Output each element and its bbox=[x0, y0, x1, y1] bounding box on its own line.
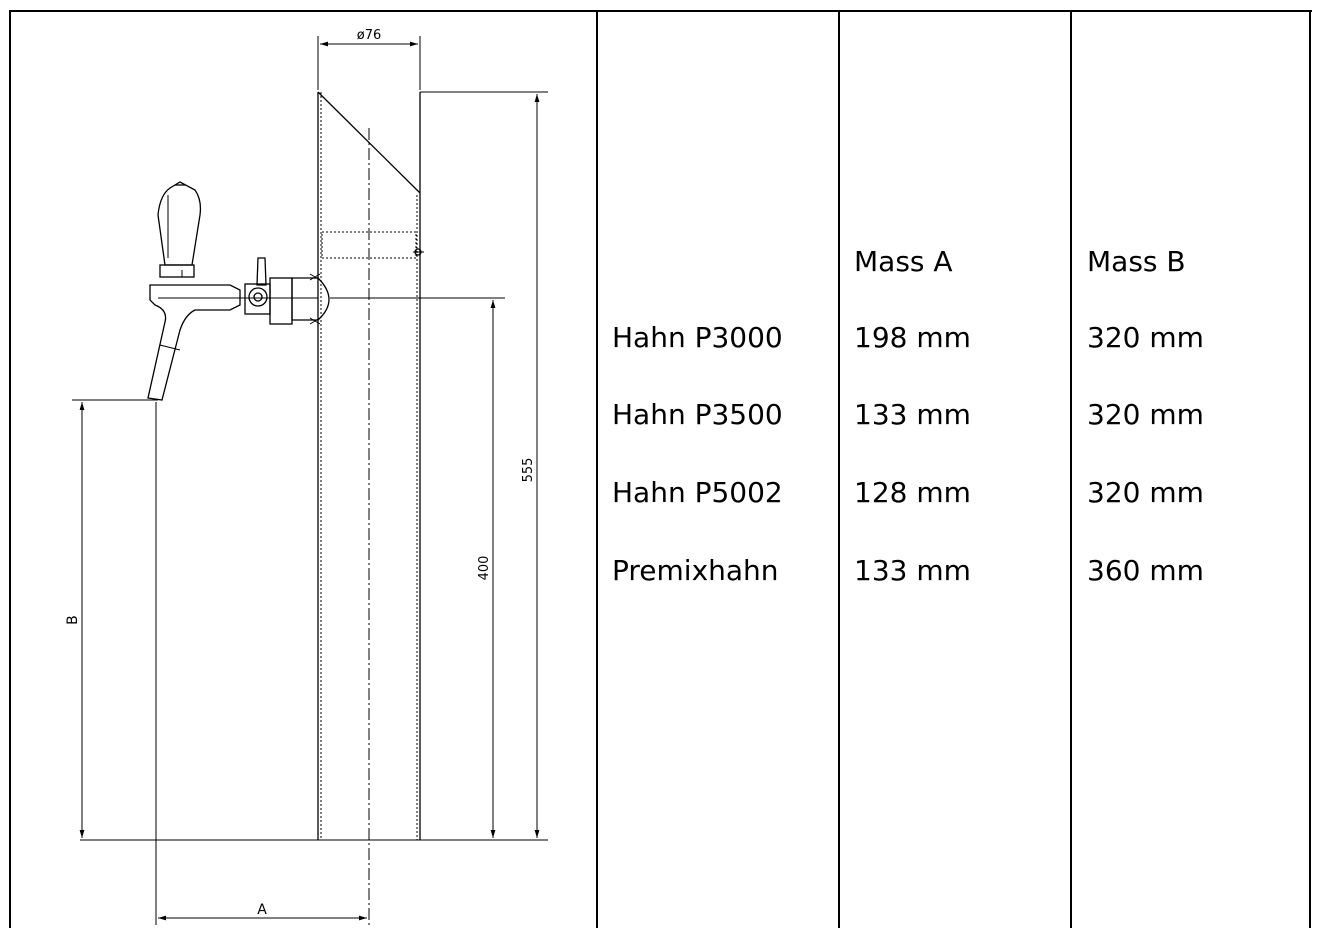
table-border-left bbox=[9, 10, 11, 928]
table-border-drawing bbox=[596, 10, 598, 928]
row-mass-b: 320 mm bbox=[1087, 476, 1204, 509]
row-mass-a: 128 mm bbox=[854, 476, 971, 509]
beer-tap bbox=[147, 181, 330, 401]
row-mass-a: 133 mm bbox=[854, 398, 971, 431]
total-height-label: 555 bbox=[521, 458, 536, 483]
table-border-mass-a bbox=[1070, 10, 1072, 928]
row-name: Hahn P3000 bbox=[612, 321, 783, 354]
row-mass-b: 320 mm bbox=[1087, 321, 1204, 354]
row-mass-b: 360 mm bbox=[1087, 554, 1204, 587]
table-top-border bbox=[9, 10, 1312, 12]
b-dimension-label: B bbox=[65, 615, 81, 625]
dimension-lines bbox=[72, 36, 548, 925]
row-name: Premixhahn bbox=[612, 554, 779, 587]
tap-column-drawing: ø76 555 400 B A bbox=[65, 28, 548, 925]
a-dimension-label: A bbox=[257, 902, 267, 918]
row-mass-a: 133 mm bbox=[854, 554, 971, 587]
header-mass-a: Mass A bbox=[854, 245, 953, 278]
row-name: Hahn P3500 bbox=[612, 398, 783, 431]
row-mass-a: 198 mm bbox=[854, 321, 971, 354]
table-border-right bbox=[1309, 10, 1311, 928]
tap-height-label: 400 bbox=[477, 556, 492, 581]
table-border-name bbox=[838, 10, 840, 928]
column-body bbox=[317, 91, 424, 925]
row-name: Hahn P5002 bbox=[612, 476, 783, 509]
diameter-label: ø76 bbox=[357, 28, 382, 43]
row-mass-b: 320 mm bbox=[1087, 398, 1204, 431]
header-mass-b: Mass B bbox=[1087, 245, 1186, 278]
